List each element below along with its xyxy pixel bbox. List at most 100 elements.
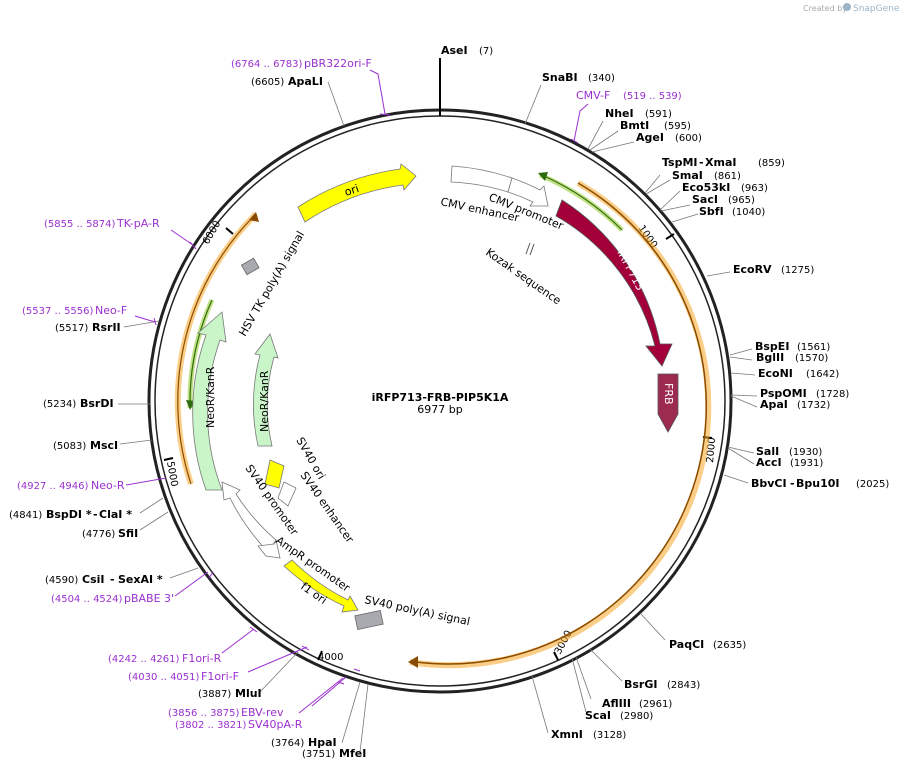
orf-green-left-line <box>189 299 213 405</box>
primer-pos: (3856 .. 3875) <box>168 708 240 719</box>
svg-text:-: - <box>790 477 795 490</box>
orf-green-top-arrowhead <box>538 172 548 181</box>
primer-pos: (5537 .. 5556) <box>22 306 94 317</box>
site-pos: (3764) <box>271 738 304 749</box>
site-label: SfiI <box>118 527 138 540</box>
site-label: SmaI <box>672 169 703 182</box>
site-label: BbvCI <box>751 477 787 490</box>
snapgene-logo-icon <box>843 3 851 11</box>
site-label: ScaI <box>585 709 611 722</box>
site-leaders <box>118 81 758 753</box>
feature-ampr-promoter <box>257 538 281 559</box>
site-pos-asei: (7) <box>479 46 493 57</box>
feature-cmv-promoter <box>507 177 549 207</box>
svg-text:-: - <box>93 508 98 521</box>
site-label: HpaI <box>308 736 337 749</box>
plasmid-length: 6977 bp <box>417 403 462 416</box>
site-label: ApaI <box>760 398 788 411</box>
site-pos: (1931) <box>790 458 823 469</box>
site-pos: (1642) <box>806 369 839 380</box>
tick-label-4000: 4000 <box>318 652 343 663</box>
site-pos: (600) <box>675 133 702 144</box>
feature-hsv-tk-polya <box>240 257 260 276</box>
site-pos: (1732) <box>797 400 830 411</box>
primer-pos: (519 .. 539) <box>623 91 682 102</box>
site-label: SacI <box>692 193 718 206</box>
feature-kozak-label: Kozak sequence <box>483 246 563 308</box>
site-label-asei: AseI <box>441 44 468 57</box>
site-label: Bpu10I <box>796 477 840 490</box>
site-pos: (2961) <box>639 699 672 710</box>
primer-pos: (4242 .. 4261) <box>108 654 180 665</box>
site-label: ApaLI <box>288 75 323 88</box>
site-pos: (1040) <box>732 207 765 218</box>
site-label: TspMI <box>662 156 698 169</box>
orf-arrow-main <box>415 182 708 665</box>
feature-sv40-ori <box>264 459 285 489</box>
site-label: AflIII <box>602 697 631 710</box>
site-pos: (5083) <box>53 441 86 452</box>
right-site-labels: SnaBI (340) NheI (591) BmtI (595) AgeI (… <box>542 71 889 741</box>
site-label: AccI <box>756 456 782 469</box>
feature-neor-inner <box>253 333 279 447</box>
site-label: XmnI <box>551 728 583 741</box>
site-label: BspEI <box>755 340 789 353</box>
site-pos: (861) <box>714 171 741 182</box>
feature-sv40-promoter <box>221 481 277 553</box>
tick-label-5000: 5000 <box>164 461 179 488</box>
site-label: SexAI * <box>118 573 163 586</box>
primer-label: EBV-rev <box>241 706 284 719</box>
site-pos: (2025) <box>856 479 889 490</box>
site-label: EcoNI <box>758 367 793 380</box>
site-pos: (4590) <box>45 575 78 586</box>
feature-kozak-mark <box>525 242 531 255</box>
site-label: ClaI * <box>99 508 132 521</box>
primer-pos: (6764 .. 6783) <box>231 59 303 70</box>
feature-kozak-mark-2 <box>529 243 535 256</box>
site-pos: (2635) <box>713 640 746 651</box>
feature-ori <box>297 163 417 223</box>
site-label: SalI <box>756 445 779 458</box>
site-pos: (1275) <box>781 265 814 276</box>
site-label: BspDI * <box>46 508 92 521</box>
primer-label: SV40pA-R <box>248 718 303 731</box>
feature-irfp713 <box>555 199 673 367</box>
primer-pos: (4927 .. 4946) <box>17 481 89 492</box>
site-label: CsiI <box>82 573 104 586</box>
site-label: BmtI <box>620 119 649 132</box>
primer-label: pBABE 3' <box>124 592 174 605</box>
feature-sv40-polya <box>354 609 384 631</box>
site-dashes: - - - - <box>93 156 795 586</box>
site-pos: (2980) <box>620 711 653 722</box>
site-pos: (2843) <box>667 680 700 691</box>
orf-arrowhead-main <box>408 656 418 668</box>
feature-neor-outer <box>192 311 227 491</box>
primer-labels: (6764 .. 6783) pBR322ori-F CMV-F (519 ..… <box>17 57 682 731</box>
plasmid-name: iRFP713-FRB-PIP5K1A <box>372 391 509 404</box>
primer-label: F1ori-F <box>201 670 239 683</box>
site-pos: (859) <box>758 158 785 169</box>
credit-brand: SnapGene <box>853 4 900 14</box>
orf-arrowhead-left <box>249 212 259 222</box>
feature-cmv-enhancer <box>450 165 513 193</box>
site-pos: (4841) <box>9 510 42 521</box>
site-label: EcoRV <box>733 263 772 276</box>
primer-pos: (5855 .. 5874) <box>44 219 116 230</box>
site-pos: (4776) <box>82 529 115 540</box>
feature-ori-label: ori <box>343 182 361 199</box>
feature-sv40-enhancer-label: SV40 enhancer <box>298 469 357 545</box>
orf-green-top-line <box>543 175 623 231</box>
site-label: PspOMI <box>760 387 807 400</box>
primer-pos: (4504 .. 4524) <box>51 594 123 605</box>
site-pos: (3751) <box>302 749 335 760</box>
site-label: SbfI <box>699 205 724 218</box>
left-site-labels: (6605) ApaLI (5517) RsrII (5234) BsrDI (… <box>9 75 366 760</box>
site-label: Eco53kI <box>682 181 730 194</box>
site-label: AgeI <box>636 131 664 144</box>
site-pos: (1930) <box>789 447 822 458</box>
primer-leaders <box>125 69 589 714</box>
svg-text:-: - <box>110 573 115 586</box>
feature-neor-inner-label: NeoR/KanR <box>258 370 271 432</box>
primer-label: pBR322ori-F <box>304 57 372 70</box>
site-pos: (5234) <box>43 399 76 410</box>
